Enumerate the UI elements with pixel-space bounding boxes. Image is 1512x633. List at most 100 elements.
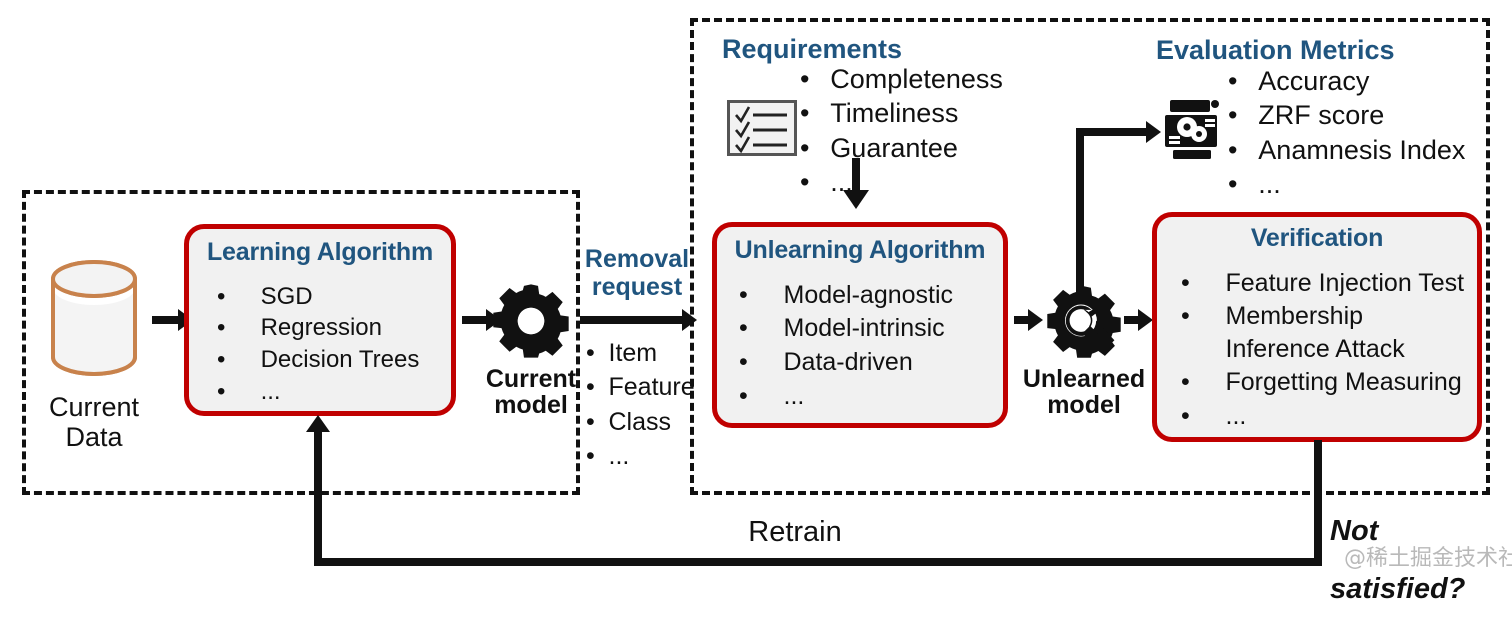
list-item: •Model-agnostic — [739, 279, 1003, 313]
learning-algorithm-title: Learning Algorithm — [206, 238, 434, 266]
arrow-removal-line — [580, 316, 688, 324]
arrow-requirements-to-unlearning-head — [843, 190, 869, 209]
arrow-unlearned-to-metrics-hline — [1076, 128, 1148, 136]
list-item: •Regression — [217, 312, 451, 344]
evaluation-metrics-list: •Accuracy •ZRF score •Anamnesis Index •.… — [1228, 64, 1465, 201]
bullet-icon: • — [217, 314, 226, 342]
current-data-label-line2: Data — [65, 422, 123, 453]
unlearning-algorithm-box[interactable]: Unlearning Algorithm •Model-agnostic •Mo… — [712, 222, 1008, 428]
not-satisfied-line2: satisfied? — [1330, 573, 1466, 605]
bullet-icon: • — [739, 348, 748, 376]
bullet-icon: • — [1181, 401, 1190, 430]
left-stage-container — [22, 190, 580, 495]
list-item: •ZRF score — [1228, 98, 1465, 132]
bullet-icon: • — [217, 346, 226, 374]
evaluation-metrics-heading: Evaluation Metrics — [1156, 35, 1395, 65]
bullet-icon: • — [800, 64, 810, 94]
bullet-icon: • — [1228, 66, 1238, 96]
list-item: •Item — [586, 336, 695, 370]
verification-title: Verification — [1250, 224, 1384, 252]
diagram-canvas: Current Data Learning Algorithm •SGD •Re… — [22, 18, 1512, 604]
bullet-icon: • — [739, 381, 748, 410]
current-data-label: Current Data — [30, 392, 158, 452]
bullet-icon: • — [1228, 100, 1238, 131]
requirements-list: •Completeness •Timeliness •Guarantee •..… — [800, 62, 1003, 199]
bullet-icon: • — [800, 166, 810, 197]
list-item: •Decision Trees — [217, 344, 451, 376]
retrain-loop-right-vline — [1314, 440, 1322, 566]
retrain-loop-left-vline — [314, 432, 322, 566]
list-item: •Class — [586, 405, 695, 439]
retrain-loop-arrow-head — [306, 415, 330, 432]
bullet-icon: • — [217, 378, 226, 406]
list-item: •Inference Attack — [1225, 335, 1405, 363]
removal-request-heading-line1: Removal — [584, 245, 690, 273]
right-stage-container — [690, 18, 1490, 495]
not-satisfied-line1: Not — [1330, 515, 1379, 547]
requirements-heading: Requirements — [722, 34, 903, 64]
current-model-label-line2: model — [494, 391, 568, 420]
list-item: •... — [586, 439, 695, 473]
list-item: •Accuracy — [1228, 64, 1465, 98]
arrow-unlearned-to-metrics-head — [1146, 121, 1161, 143]
arrow-unlearned-to-verification-line — [1124, 316, 1140, 324]
gear-icon — [492, 282, 570, 360]
current-data-label-line1: Current — [48, 392, 140, 422]
retrain-loop-bottom-hline — [314, 558, 1322, 566]
list-item: •... — [1228, 167, 1465, 201]
list-item: •Guarantee — [800, 131, 1003, 165]
bullet-icon: • — [739, 280, 748, 309]
unlearning-algorithm-list: •Model-agnostic •Model-intrinsic •Data-d… — [717, 279, 1003, 414]
bullet-icon: • — [1181, 268, 1190, 297]
list-item: •Feature Injection Test — [1181, 267, 1477, 300]
monitor-gears-icon — [1163, 98, 1229, 162]
bullet-icon: • — [586, 407, 595, 436]
list-item: •... — [739, 380, 1003, 414]
arrow-unlearned-to-metrics-vline — [1076, 128, 1084, 293]
removal-request-list: •Item •Feature •Class •... — [586, 336, 695, 473]
arrow-data-to-learning-line — [152, 316, 178, 324]
list-item: •SGD — [217, 281, 451, 313]
arrow-unlearning-to-unlearned-line — [1014, 316, 1030, 324]
unlearned-model-label: Unlearned model — [1016, 366, 1152, 419]
bullet-icon: • — [586, 373, 595, 402]
list-item: •Feature — [586, 370, 695, 404]
bullet-icon: • — [1228, 168, 1238, 199]
current-model-label-line1: Current — [485, 365, 577, 393]
list-item: •Membership — [1181, 300, 1477, 333]
bullet-icon: • — [739, 314, 748, 343]
list-item: •Completeness — [800, 62, 1003, 96]
removal-request-heading: Removal request — [582, 245, 692, 301]
arrow-unlearning-to-unlearned-head — [1028, 309, 1043, 331]
list-item: •Data-driven — [739, 346, 1003, 380]
bullet-icon: • — [1181, 368, 1190, 397]
bullet-icon: • — [800, 132, 810, 163]
unlearned-model-label-line1: Unlearned — [1022, 365, 1146, 393]
gear-wrench-icon — [1046, 284, 1122, 360]
bullet-icon: • — [1228, 134, 1238, 165]
watermark-text: @稀土掘金技术社区 — [1344, 546, 1512, 571]
list-item: •... — [1181, 400, 1477, 433]
bullet-icon: • — [586, 339, 595, 367]
list-item: •... — [217, 376, 451, 408]
arrow-learning-to-model-line — [462, 316, 486, 324]
bullet-icon: • — [1181, 301, 1190, 330]
list-item: •... — [800, 165, 1003, 199]
list-item: •Forgetting Measuring — [1181, 366, 1477, 399]
bullet-icon: • — [217, 282, 226, 310]
unlearning-algorithm-title: Unlearning Algorithm — [734, 236, 986, 264]
verification-list: •Feature Injection Test •Membership •Inf… — [1157, 267, 1477, 433]
bullet-icon: • — [586, 441, 595, 470]
retrain-label: Retrain — [748, 516, 842, 548]
learning-algorithm-box[interactable]: Learning Algorithm •SGD •Regression •Dec… — [184, 224, 456, 416]
learning-algorithm-list: •SGD •Regression •Decision Trees •... — [189, 281, 451, 409]
removal-request-heading-line2: request — [591, 273, 683, 301]
list-item: •Timeliness — [800, 96, 1003, 130]
verification-box[interactable]: Verification •Feature Injection Test •Me… — [1152, 212, 1482, 442]
list-item: •Anamnesis Index — [1228, 133, 1465, 167]
database-cylinder-icon — [48, 258, 140, 378]
arrow-unlearned-to-verification-head — [1138, 309, 1153, 331]
bullet-icon: • — [800, 98, 810, 129]
current-model-label: Current model — [476, 366, 586, 419]
unlearned-model-label-line2: model — [1047, 391, 1121, 420]
